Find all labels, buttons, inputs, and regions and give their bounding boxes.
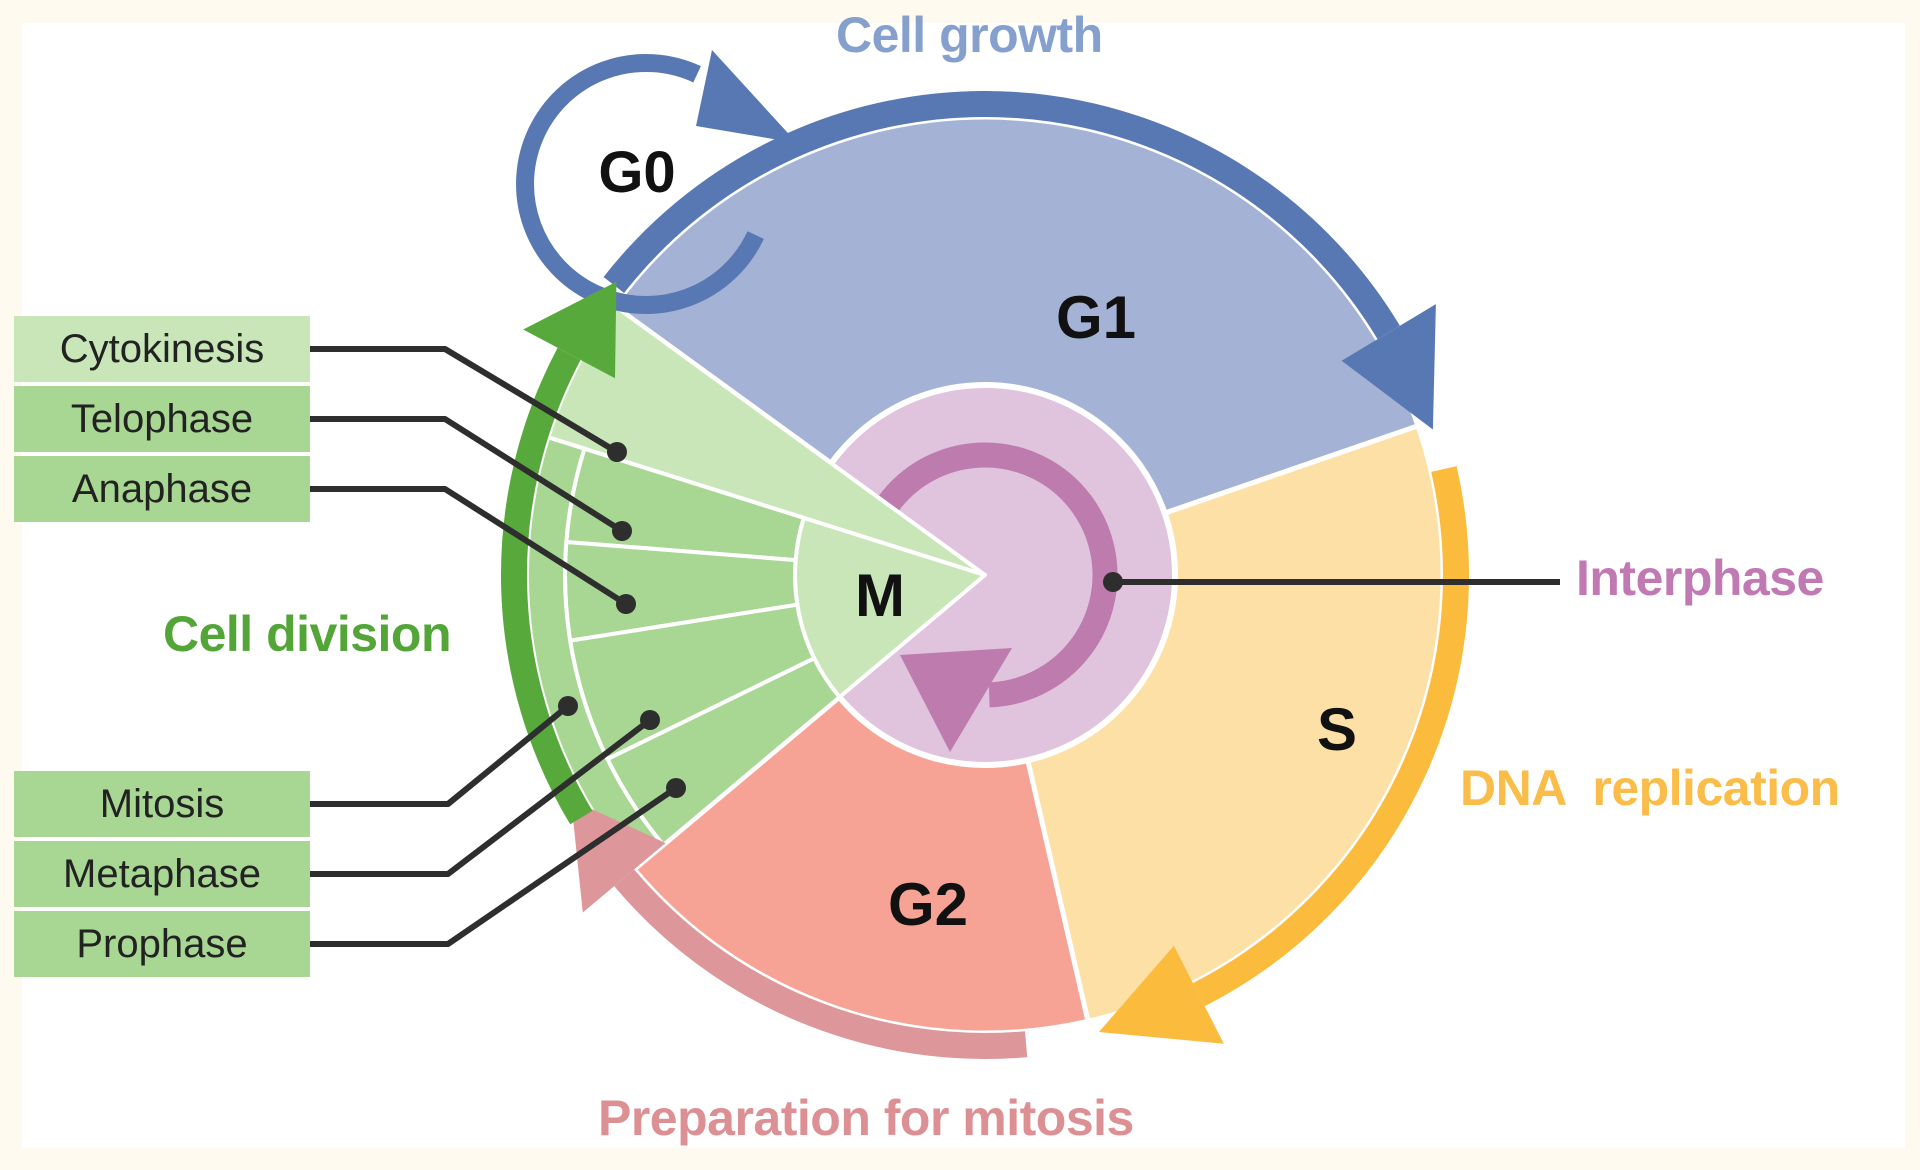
- leader-metaphase: [310, 717, 652, 877]
- stage-box-label: Metaphase: [63, 851, 261, 896]
- dot-mitosis: [558, 696, 578, 716]
- dot-cytokinesis: [607, 442, 627, 462]
- stage-box-anaphase: Anaphase: [14, 456, 310, 522]
- cell-growth-arrow: [603, 90, 1400, 340]
- caption-interphase: Interphase: [1576, 550, 1824, 606]
- phase-label-g2: G2: [887, 871, 969, 938]
- stage-box-label: Prophase: [76, 921, 248, 966]
- leader-anaphase: [310, 486, 628, 607]
- cell-division-arrow: [501, 347, 593, 825]
- stage-box-label: Telophase: [70, 396, 254, 441]
- dot-interphase: [1103, 572, 1123, 592]
- phase-label-g0: G0: [598, 140, 676, 205]
- stage-box-label: Anaphase: [71, 466, 253, 511]
- caption-preparation: Preparation for mitosis: [598, 1090, 1134, 1146]
- phase-label-m: M: [855, 562, 905, 629]
- stage-box-label: Cytokinesis: [59, 326, 265, 371]
- preparation-arrowhead: [571, 799, 666, 913]
- dot-prophase: [666, 778, 686, 798]
- stage-box-label: Mitosis: [99, 781, 225, 826]
- caption-cell-growth: Cell growth: [836, 7, 1103, 63]
- dot-anaphase: [616, 594, 636, 614]
- preparation-arrow: [614, 869, 1028, 1059]
- dna-replication-arrow: [1192, 466, 1469, 1007]
- stage-box-prophase: Prophase: [14, 911, 310, 977]
- phase-label-s: S: [1316, 696, 1358, 763]
- cell-growth-arrowhead: [1341, 304, 1436, 430]
- g1-sector: [612, 114, 1421, 578]
- leader-prophase: [310, 785, 678, 947]
- leader-telophase: [310, 416, 624, 534]
- interphase-ring-arrowhead: [900, 648, 1012, 752]
- dot-telophase: [612, 521, 632, 541]
- g0-loop-arrow: [516, 54, 764, 314]
- leader-mitosis: [310, 703, 570, 807]
- dot-metaphase: [640, 710, 660, 730]
- dna-replication-arrowhead: [1098, 945, 1224, 1044]
- mitosis-band: [525, 435, 666, 872]
- phase-label-g1: G1: [1055, 284, 1137, 351]
- cell-division-arrowhead: [523, 281, 617, 379]
- caption-cell-division: Cell division: [163, 606, 452, 662]
- g0-loop-arrowhead: [696, 50, 797, 143]
- stage-box-telophase: Telophase: [14, 386, 310, 452]
- stage-box-cytokinesis: Cytokinesis: [14, 316, 310, 382]
- stage-box-mitosis: Mitosis: [14, 771, 310, 837]
- caption-dna-replication: DNA replication: [1460, 760, 1840, 816]
- leader-cytokinesis: [310, 346, 619, 455]
- stage-box-metaphase: Metaphase: [14, 841, 310, 907]
